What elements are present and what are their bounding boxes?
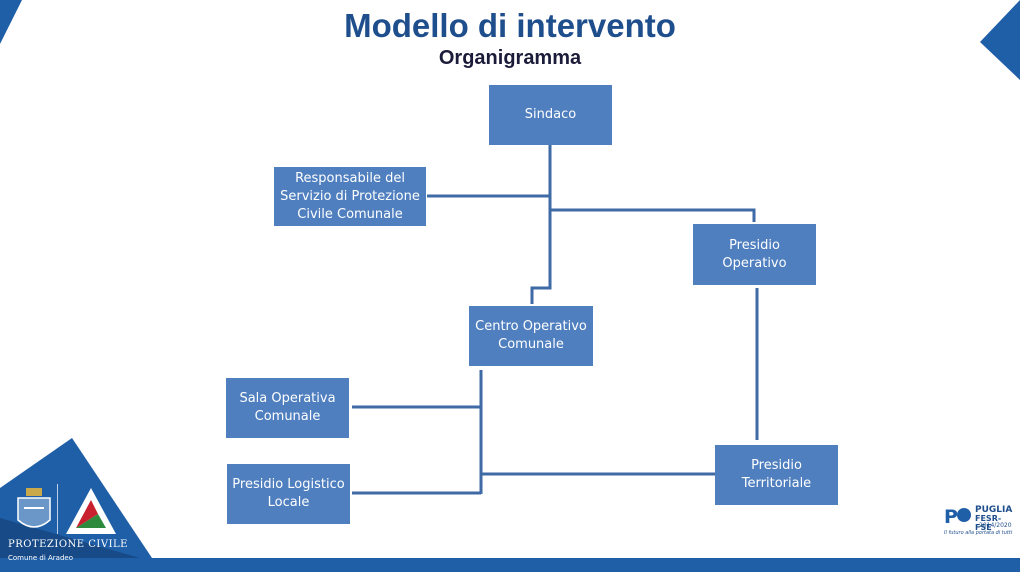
node-sala-operativa: Sala Operativa Comunale — [226, 378, 349, 438]
puglia-fesr-logo: P PUGLIA FESR-FSE 2014/2020 Il futuro al… — [944, 505, 1016, 539]
protezione-civile-logo — [10, 482, 125, 542]
puglia-fund: FESR-FSE — [975, 514, 1002, 532]
top-left-corner-decoration — [0, 0, 22, 44]
puglia-years: 2014/2020 — [979, 522, 1012, 529]
node-sindaco: Sindaco — [489, 85, 612, 145]
puglia-p-icon: P — [944, 506, 971, 527]
puglia-brand: PUGLIA — [975, 505, 1013, 515]
page-subtitle: Organigramma — [438, 47, 582, 69]
node-presidio-logistico: Presidio Logistico Locale — [227, 464, 350, 524]
svg-text:P: P — [944, 506, 958, 527]
coat-of-arms-icon — [17, 488, 51, 528]
org-name: PROTEZIONE CIVILE — [8, 539, 128, 550]
node-responsabile: Responsabile del Servizio di Protezione … — [274, 167, 426, 226]
connector-presidio-operativo — [550, 208, 756, 222]
node-presidio-operativo: Presidio Operativo — [693, 224, 816, 285]
top-right-corner-decoration — [980, 0, 1020, 80]
comune-name: Comune di Aradeo — [8, 554, 73, 562]
footer-band — [0, 438, 1020, 572]
page-title: Modello di intervento — [344, 7, 676, 44]
node-centro-operativo: Centro Operativo Comunale — [469, 306, 593, 366]
puglia-tagline: Il futuro alla portata di tutti — [944, 530, 1013, 536]
node-presidio-territoriale: Presidio Territoriale — [715, 445, 838, 505]
connector-sindaco-trunk — [530, 145, 552, 304]
protezione-civile-triangle-icon — [66, 488, 116, 534]
